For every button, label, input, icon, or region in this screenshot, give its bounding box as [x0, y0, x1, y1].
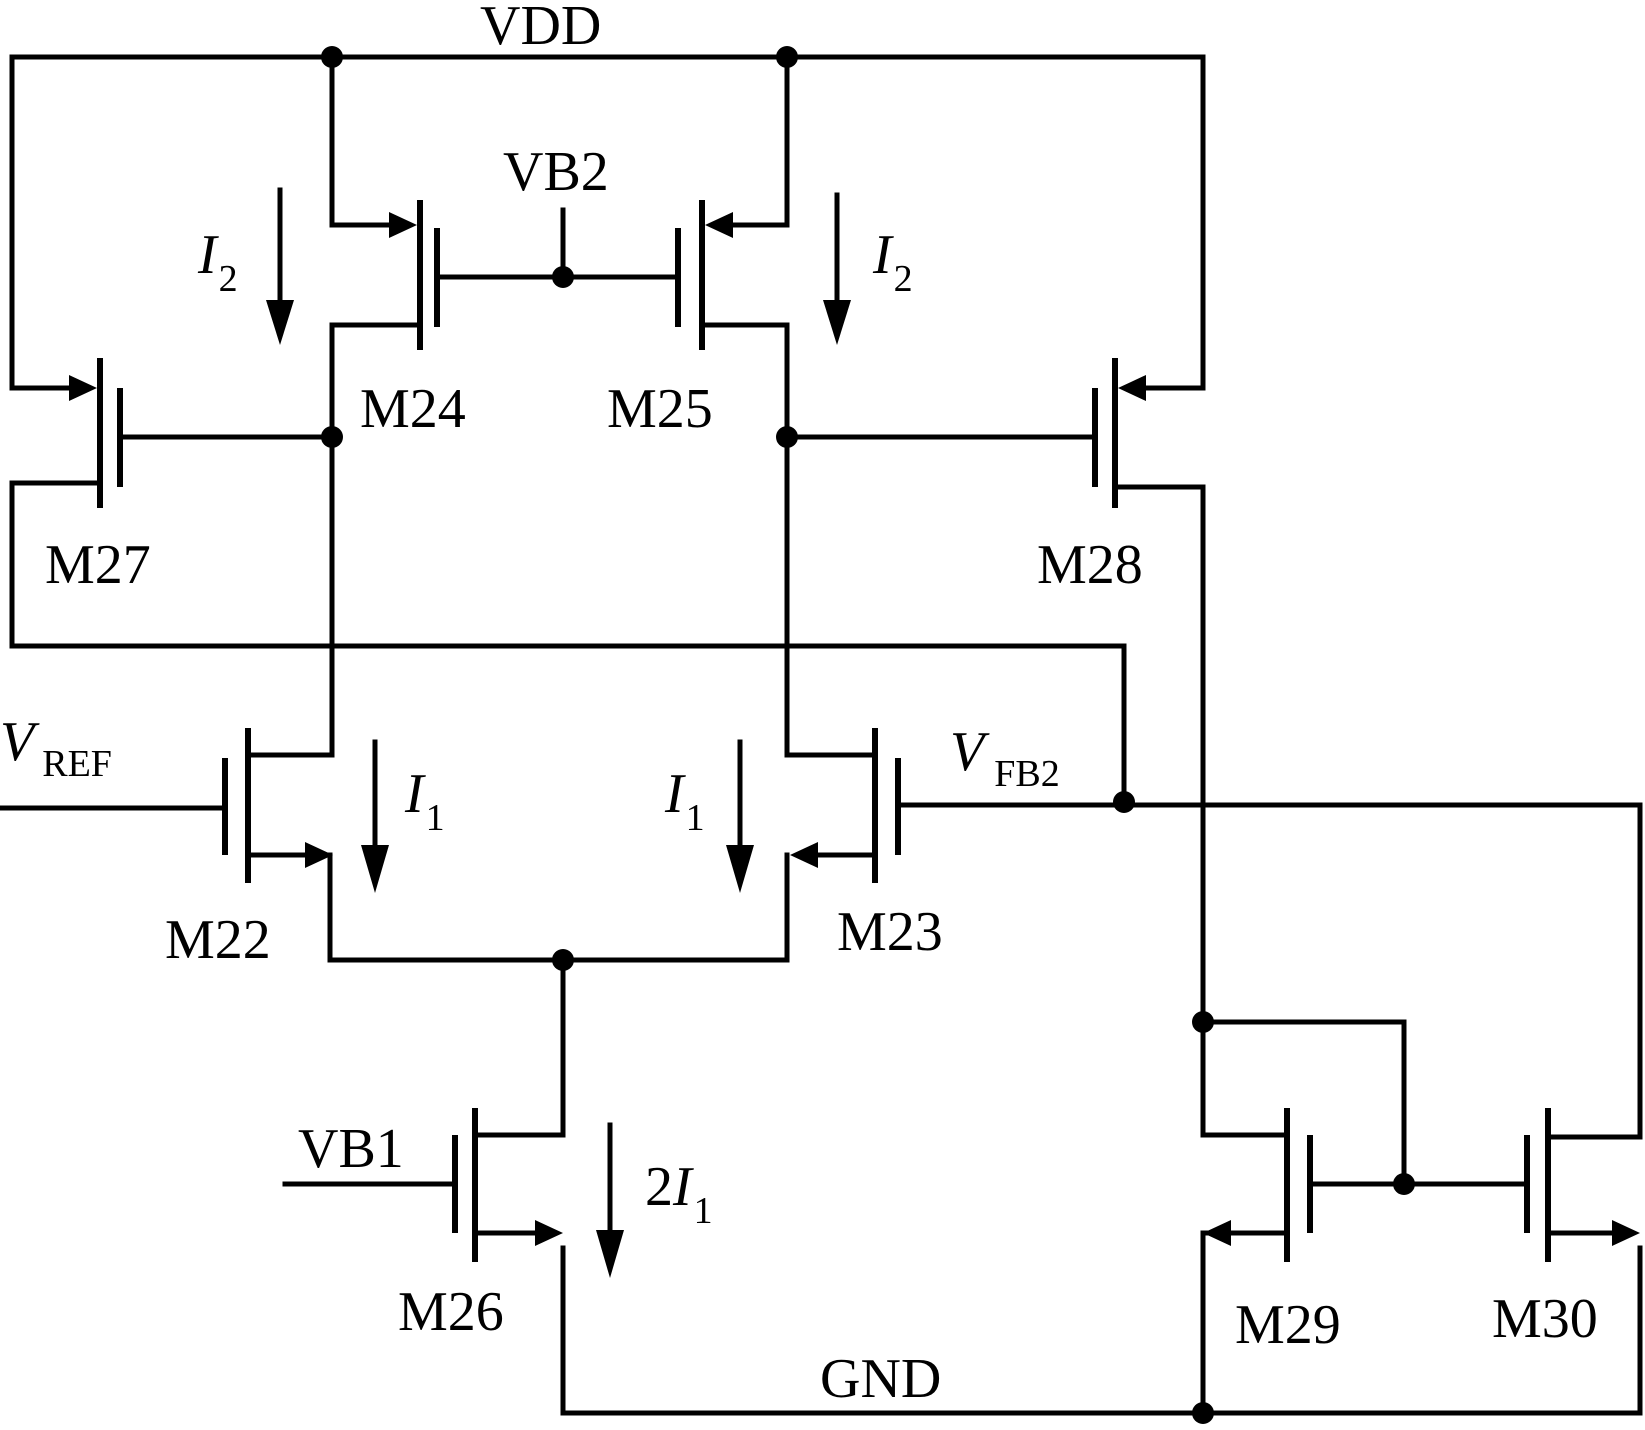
m27-label: M27 [45, 534, 151, 596]
m23-transistor [872, 728, 901, 883]
m25-source-arrow [705, 212, 733, 238]
tail-current-label: 2I1 [645, 1156, 713, 1232]
m23-source-arrow [790, 842, 818, 868]
gnd-rail [560, 1245, 1643, 1416]
m29-source-arrow [1203, 1220, 1231, 1246]
m24-drain-wire [245, 322, 423, 758]
vdd-node-left [321, 46, 343, 68]
m23-label: M23 [837, 901, 943, 963]
m26-transistor [452, 1108, 478, 1262]
m24-transistor [417, 200, 440, 350]
gnd-label: GND [820, 1348, 941, 1410]
i2-right-arrow [823, 192, 851, 345]
m28-label: M28 [1037, 534, 1143, 596]
m28-drain-wire [1112, 484, 1206, 1025]
m27-transistor [97, 358, 123, 508]
m25-drain-wire [699, 322, 878, 758]
m29-drain-wire [1200, 1019, 1290, 1138]
i1-right-arrow [726, 739, 754, 893]
m28-transistor [1092, 358, 1118, 508]
m25-drain-node [776, 426, 798, 448]
m29-label: M29 [1235, 1294, 1341, 1356]
i2-right-label: I2 [872, 224, 913, 300]
vdd-label: VDD [480, 0, 601, 57]
m26-drain-wire [472, 957, 566, 1138]
m22-transistor [222, 728, 251, 883]
terminal-arrows [69, 212, 1640, 1246]
m27-source-arrow [69, 375, 97, 401]
i1-left-arrow [361, 739, 389, 893]
mirror-gate-node [1393, 1173, 1415, 1195]
tail-current-arrow [596, 1122, 624, 1278]
m29-transistor [1284, 1108, 1313, 1262]
m24-label: M24 [360, 378, 466, 440]
m26-label: M26 [398, 1281, 504, 1343]
i1-left-label: I1 [404, 763, 445, 839]
m26-source-arrow [535, 1220, 563, 1246]
junction-dots [321, 46, 1415, 1424]
current-arrows [266, 187, 851, 1278]
mirror-diode-wire [1200, 1019, 1407, 1187]
m24-source-wire [329, 54, 398, 228]
m25-label: M25 [607, 378, 713, 440]
vdd-rail [9, 54, 1206, 391]
mirror-drain-node [1192, 1011, 1214, 1033]
m22-label: M22 [165, 909, 271, 971]
i2-left-arrow [266, 187, 294, 345]
m30-label: M30 [1492, 1288, 1598, 1350]
i1-right-label: I1 [664, 763, 705, 839]
vb1-label: VB1 [298, 1118, 404, 1180]
vfb2-wire [895, 802, 1643, 1140]
i2-left-label: I2 [197, 224, 238, 300]
m30-source-arrow [1612, 1220, 1640, 1246]
m22-source-arrow [305, 842, 333, 868]
m25-transistor [675, 200, 705, 350]
gnd-node [1192, 1402, 1214, 1424]
m24-source-arrow [389, 212, 417, 238]
vb2-node [552, 266, 574, 288]
m30-transistor [1524, 1108, 1551, 1262]
m24-drain-node [321, 426, 343, 448]
m25-source-wire [724, 54, 790, 228]
m27-drain-wire [9, 480, 1127, 805]
vdd-node-right [776, 46, 798, 68]
m28-source-arrow [1118, 375, 1146, 401]
vb2-label: VB2 [503, 141, 609, 203]
tail-wire [327, 852, 790, 963]
vfb2-node [1113, 791, 1135, 813]
tail-node [552, 949, 574, 971]
